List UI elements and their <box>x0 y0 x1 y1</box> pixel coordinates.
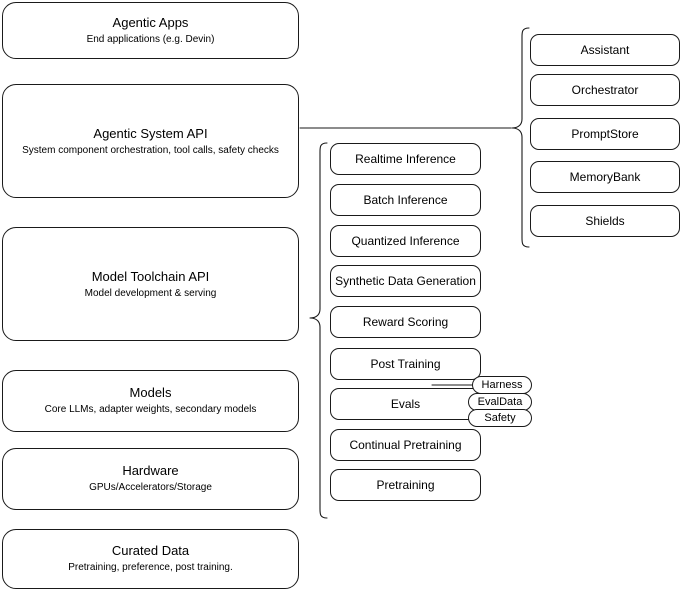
stack-layer-hardware[interactable]: Hardware GPUs/Accelerators/Storage <box>2 448 299 510</box>
stack-layer-title: Curated Data <box>111 543 190 558</box>
capability-label: Realtime Inference <box>355 152 456 166</box>
stack-layer-title: Agentic Apps <box>112 14 189 30</box>
evals-subcomponent-safety[interactable]: Safety <box>468 409 532 427</box>
capability-label: Synthetic Data Generation <box>335 274 476 288</box>
capability-label: Pretraining <box>376 478 435 492</box>
system-component-shields[interactable]: Shields <box>530 205 680 237</box>
stack-layer-agentic-apps[interactable]: Agentic Apps End applications (e.g. Devi… <box>2 2 299 59</box>
stack-layer-subtitle: Pretraining, preference, post training. <box>68 562 233 573</box>
system-component-assistant[interactable]: Assistant <box>530 34 680 66</box>
stack-layer-text-group: Model Toolchain API Model development & … <box>3 269 298 301</box>
system-component-label: PromptStore <box>571 127 639 141</box>
evals-subcomponent-evaldata[interactable]: EvalData <box>468 393 532 411</box>
stack-layer-title: Agentic System API <box>93 126 208 141</box>
system-component-label: Assistant <box>580 43 630 57</box>
stack-layer-text-group: Agentic System API System component orch… <box>3 126 298 158</box>
capability-label: Evals <box>390 397 421 411</box>
stack-layer-subtitle: GPUs/Accelerators/Storage <box>89 482 212 493</box>
capability-continual-pretraining[interactable]: Continual Pretraining <box>330 429 481 461</box>
stack-layer-model-toolchain-api[interactable]: Model Toolchain API Model development & … <box>2 227 299 341</box>
system-component-label: MemoryBank <box>569 170 641 184</box>
capability-synthetic-data-generation[interactable]: Synthetic Data Generation <box>330 265 481 297</box>
capability-realtime-inference[interactable]: Realtime Inference <box>330 143 481 175</box>
stack-layer-subtitle: System component orchestration, tool cal… <box>22 145 279 156</box>
evals-subcomponent-label: EvalData <box>477 395 523 408</box>
stack-layer-curated-data[interactable]: Curated Data Pretraining, preference, po… <box>2 529 299 589</box>
capability-batch-inference[interactable]: Batch Inference <box>330 184 481 216</box>
stack-layer-models[interactable]: Models Core LLMs, adapter weights, secon… <box>2 370 299 432</box>
capability-reward-scoring[interactable]: Reward Scoring <box>330 306 481 338</box>
capability-label: Reward Scoring <box>362 315 449 329</box>
evals-subcomponent-label: Safety <box>484 411 516 424</box>
system-component-orchestrator[interactable]: Orchestrator <box>530 74 680 106</box>
capability-label: Continual Pretraining <box>349 438 462 452</box>
system-component-label: Shields <box>585 214 625 228</box>
stack-layer-title: Models <box>129 385 172 400</box>
stack-layer-agentic-system-api[interactable]: Agentic System API System component orch… <box>2 84 299 198</box>
system-component-label: Orchestrator <box>571 83 639 97</box>
evals-subcomponent-harness[interactable]: Harness <box>472 376 532 394</box>
stack-layer-title: Model Toolchain API <box>91 269 210 284</box>
evals-subcomponent-label: Harness <box>481 378 523 391</box>
stack-layer-subtitle: Core LLMs, adapter weights, secondary mo… <box>44 404 257 415</box>
capability-label: Quantized Inference <box>351 234 460 248</box>
capability-label: Post Training <box>370 357 441 371</box>
system-component-promptstore[interactable]: PromptStore <box>530 118 680 150</box>
stack-layer-subtitle: End applications (e.g. Devin) <box>86 33 215 45</box>
stack-layer-title: Hardware <box>122 463 179 478</box>
capability-post-training[interactable]: Post Training <box>330 348 481 380</box>
capability-pretraining[interactable]: Pretraining <box>330 469 481 501</box>
system-component-memorybank[interactable]: MemoryBank <box>530 161 680 193</box>
capability-label: Batch Inference <box>363 193 448 207</box>
stack-layer-subtitle: Model development & serving <box>84 288 217 299</box>
capability-evals[interactable]: Evals <box>330 388 481 420</box>
capability-quantized-inference[interactable]: Quantized Inference <box>330 225 481 257</box>
